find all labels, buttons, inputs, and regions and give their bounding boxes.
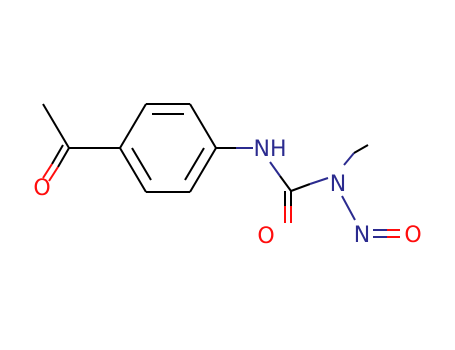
urea-oxygen-label: O [257, 224, 274, 249]
nitroso-nitrogen-label: N [354, 223, 370, 248]
amide-nitrogen-label: NH [254, 137, 287, 162]
carbonyl-bond-red [42, 163, 59, 182]
inner-double-bond [184, 147, 205, 181]
urea-carbonyl [284, 191, 292, 223]
carbon-n-bond-black [290, 183, 311, 192]
inner-double-bond [131, 147, 152, 181]
nh-carbon-bond-black [279, 175, 292, 192]
methyl-bond [42, 103, 70, 149]
carbon-n-bond-blue [309, 177, 329, 185]
acetyl-group [42, 103, 120, 168]
carbonyl-bond-black [57, 147, 70, 168]
nitroso-oxygen-label: O [404, 223, 421, 248]
carbonyl-bond-black-2 [51, 144, 64, 165]
ketone-oxygen-label: O [33, 176, 50, 201]
n-methyl-bond-blue [343, 152, 355, 166]
n-n-bond [341, 195, 356, 221]
methyl-nitrogen-label: N [330, 172, 346, 197]
nh-carbon-bond-blue [269, 161, 281, 177]
n-methyl-bond-black [353, 144, 369, 154]
benzene-ring [119, 103, 217, 193]
nitroso-double-bond [373, 229, 400, 238]
